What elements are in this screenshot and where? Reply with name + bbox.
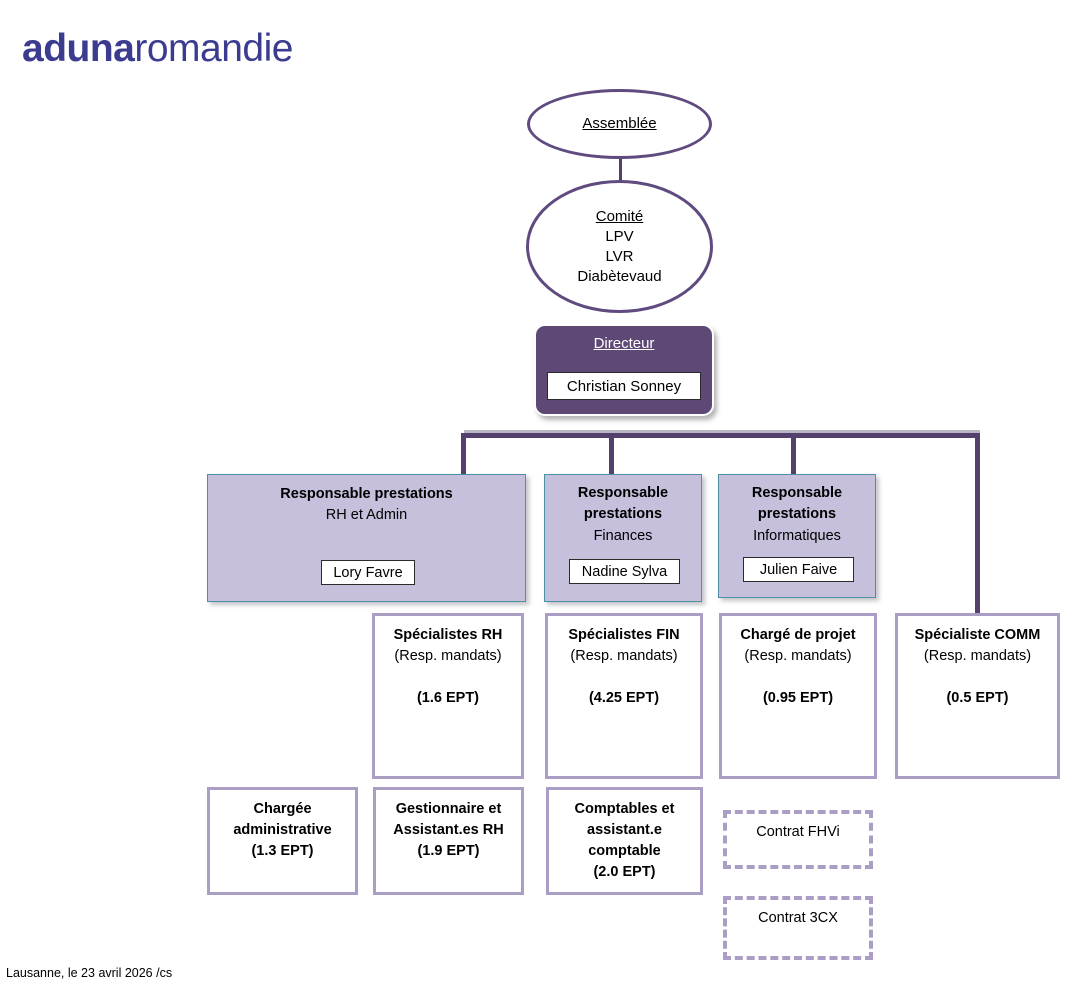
node-specialistes-rh: Spécialistes RH (Resp. mandats) (1.6 EPT… [372,613,524,779]
logo-regular-part: romandie [134,27,293,70]
node-specialistes-fin: Spécialistes FIN (Resp. mandats) (4.25 E… [545,613,703,779]
spacer [375,667,521,688]
comptables-line2: assistant.e [587,822,662,838]
spacer [898,667,1057,688]
node-assemblee: Assemblée [527,89,712,159]
logo-bold-part: aduna [22,27,135,70]
specialiste-comm-sub: (Resp. mandats) [923,648,1032,664]
connector-assemblee-comite [619,159,622,181]
specialistes-fin-sub: (Resp. mandats) [570,648,678,664]
responsable-finances-sub: Finances [593,528,653,544]
specialiste-comm-ept: (0.5 EPT) [946,690,1009,706]
specialistes-rh-sub: (Resp. mandats) [394,648,502,664]
node-responsable-rh-admin: Responsable prestations RH et Admin Lory… [207,474,526,602]
comptables-line3: comptable [588,843,661,859]
node-responsable-finances: Responsable prestations Finances Nadine … [544,474,702,602]
directeur-title: Directeur [593,335,655,352]
responsable-finances-name: Nadine Sylva [569,559,680,584]
node-chargee-administrative: Chargée administrative (1.3 EPT) [207,787,358,895]
comptables-line4: (2.0 EPT) [593,864,656,880]
comite-member: LPV [605,227,634,245]
node-comite: Comité LPV LVR Diabètevaud [526,180,713,313]
footer-text: Lausanne, le 23 avril 2026 /cs [6,966,173,980]
company-logo: adunaromandie [22,27,293,71]
responsable-finances-title: Responsable prestations [577,485,669,522]
connector-drop-informatiques [791,433,796,476]
specialistes-fin-title: Spécialistes FIN [568,627,680,643]
chargee-admin-line1: Chargée [253,801,312,817]
connector-bus-shadow [464,430,980,434]
gestionnaire-line3: (1.9 EPT) [417,843,480,859]
node-specialiste-comm: Spécialiste COMM (Resp. mandats) (0.5 EP… [895,613,1060,779]
chargee-admin-line3: (1.3 EPT) [251,843,314,859]
responsable-informatiques-title: Responsable prestations [751,485,843,522]
node-charge-de-projet: Chargé de projet (Resp. mandats) (0.95 E… [719,613,877,779]
gestionnaire-line2: Assistant.es RH [393,822,504,838]
specialistes-fin-ept: (4.25 EPT) [588,690,660,706]
charge-projet-sub: (Resp. mandats) [744,648,852,664]
node-responsable-informatiques: Responsable prestations Informatiques Ju… [718,474,876,598]
contrat-fhvi-label: Contrat FHVi [756,824,840,840]
spacer [548,667,700,688]
chargee-admin-line2: administrative [233,822,332,838]
spacer [722,667,874,688]
contrat-3cx-label: Contrat 3CX [758,910,838,926]
specialistes-rh-ept: (1.6 EPT) [416,690,480,706]
charge-projet-ept: (0.95 EPT) [762,690,834,706]
responsable-rh-sub: RH et Admin [325,507,408,523]
gestionnaire-line1: Gestionnaire et [395,801,502,817]
responsable-rh-title: Responsable prestations [280,486,453,502]
specialiste-comm-title: Spécialiste COMM [914,627,1041,643]
node-directeur: Directeur Christian Sonney [534,324,714,416]
specialistes-rh-title: Spécialistes RH [393,627,503,643]
comite-member: LVR [605,247,634,265]
node-comptables-assistant: Comptables et assistant.e comptable (2.0… [546,787,703,895]
comite-title: Comité [595,207,644,225]
connector-horizontal-bus [461,433,980,438]
node-contrat-fhvi: Contrat FHVi [723,810,873,869]
responsable-informatiques-name: Julien Faive [743,557,854,582]
node-gestionnaire-assistants-rh: Gestionnaire et Assistant.es RH (1.9 EPT… [373,787,524,895]
connector-drop-rh [461,433,466,476]
comite-member: Diabètevaud [577,267,662,285]
connector-drop-finances [609,433,614,476]
comptables-line1: Comptables et [574,801,675,817]
directeur-name: Christian Sonney [547,372,701,400]
responsable-informatiques-sub: Informatiques [753,528,841,544]
connector-drop-comm [975,433,980,614]
charge-projet-title: Chargé de projet [740,627,856,643]
responsable-rh-name: Lory Favre [321,560,415,585]
assemblee-title: Assemblée [582,115,657,132]
node-contrat-3cx: Contrat 3CX [723,896,873,960]
